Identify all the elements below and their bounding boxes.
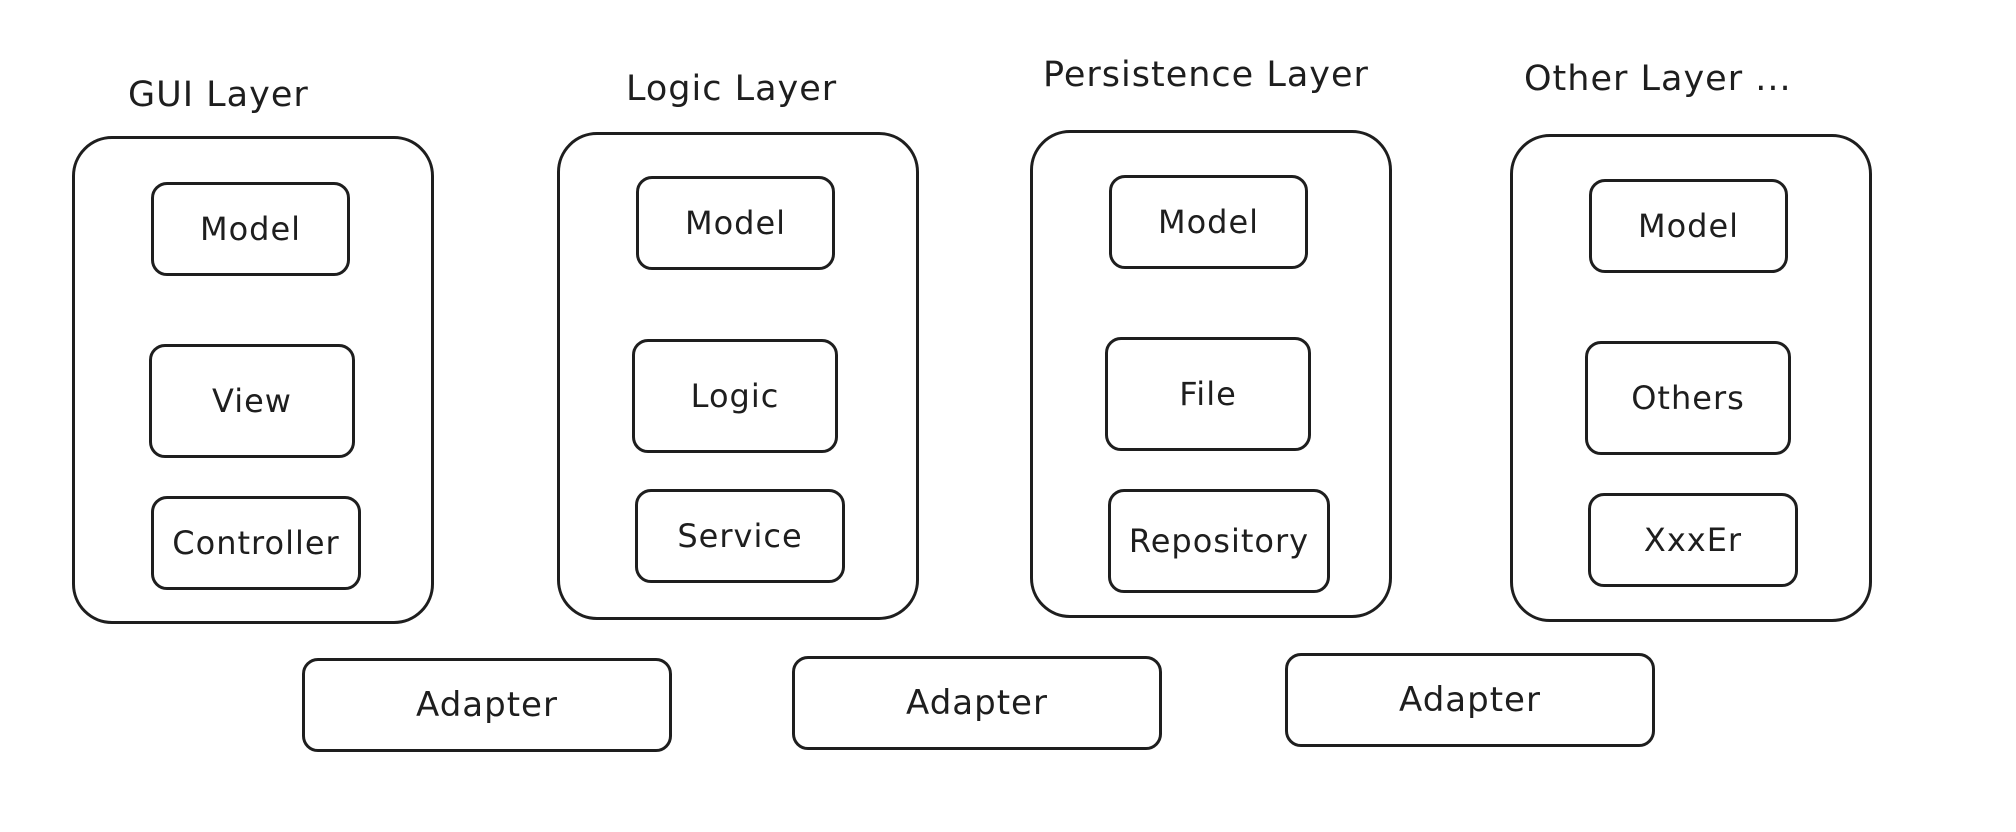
layer-box-other [1510,134,1872,622]
component-gui-model: Model [151,182,350,276]
layer-title-logic: Logic Layer [626,69,838,109]
adapter-gui-logic: Adapter [302,658,672,752]
layer-title-persistence: Persistence Layer [1043,55,1369,95]
adapter-logic-persistence: Adapter [792,656,1162,750]
component-logic-service: Service [635,489,845,583]
component-other-model: Model [1589,179,1788,273]
component-other-others: Others [1585,341,1791,455]
layer-box-logic [557,132,919,620]
component-gui-controller: Controller [151,496,361,590]
component-logic-model: Model [636,176,835,270]
layer-title-gui: GUI Layer [128,75,309,115]
component-gui-view: View [149,344,355,458]
layer-box-persistence [1030,130,1392,618]
component-persistence-model: Model [1109,175,1308,269]
layer-title-other: Other Layer ... [1524,59,1792,99]
component-logic-logic: Logic [632,339,838,453]
component-persistence-file: File [1105,337,1311,451]
component-persistence-repository: Repository [1108,489,1330,593]
adapter-persistence-other: Adapter [1285,653,1655,747]
component-other-xxxer: XxxEr [1588,493,1798,587]
layer-box-gui [72,136,434,624]
